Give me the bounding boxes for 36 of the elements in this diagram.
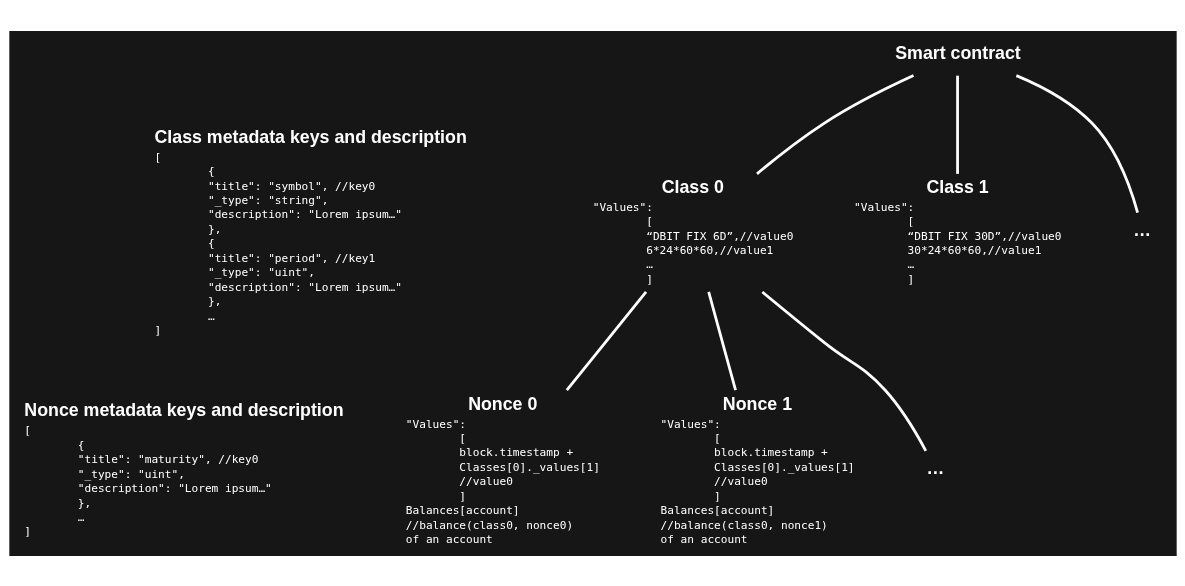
label: { [207,164,215,178]
node-text: Nonce 1 "Values": [ block.timestamp + Classes[0]._values[1] //value0 ] Balances[account] //balance(class0, nonce1) of an account [660,393,855,546]
label: … [207,309,215,323]
label: Class metadata keys and description [153,126,467,147]
node-text: Class 1 "Values": [ “DBIT FIX 30D”,//value0 30*24*60*60,//value1 … ] [853,176,1061,286]
label: ] [153,323,161,337]
connector [706,291,737,391]
label: { [77,438,85,452]
label: "title": "maturity", //key0 [77,452,258,466]
label: "description": "Lorem ipsum…" [207,280,402,294]
node-text: Smart contract [894,42,1021,63]
label: "_type": "uint", [77,467,185,481]
label: { [207,236,215,250]
label: [ [23,423,31,437]
label: ] [23,524,31,538]
connector [565,290,647,391]
node-text: Class 0 "Values": [ “DBIT FIX 6D”,//value0 6*24*60*60,//value1 … ] [592,176,793,286]
label: }, [207,222,221,236]
label: "title": "period", //key1 [207,251,375,265]
label: "description": "Lorem ipsum…" [77,481,272,495]
label: }, [77,496,91,509]
label: Nonce metadata keys and description [23,399,344,420]
connector [755,73,914,175]
label: … [77,510,85,524]
node-text: Nonce 0 "Values": [ block.timestamp + Classes[0]._values[1] //value0 ] Balances[account] //balance(class0, nonce0) of an account [405,393,600,546]
connector [1015,73,1139,213]
node-text: … [925,457,944,478]
label: }, [207,294,221,308]
connector [955,75,959,174]
label: "description": "Lorem ipsum…" [207,207,402,221]
connector [760,290,927,452]
label: [ [153,150,161,164]
node-text: … [1132,219,1151,240]
label: "_type": "uint", [207,265,315,279]
label: "title": "symbol", //key0 [207,179,375,192]
label: "_type": "string", [207,193,328,207]
